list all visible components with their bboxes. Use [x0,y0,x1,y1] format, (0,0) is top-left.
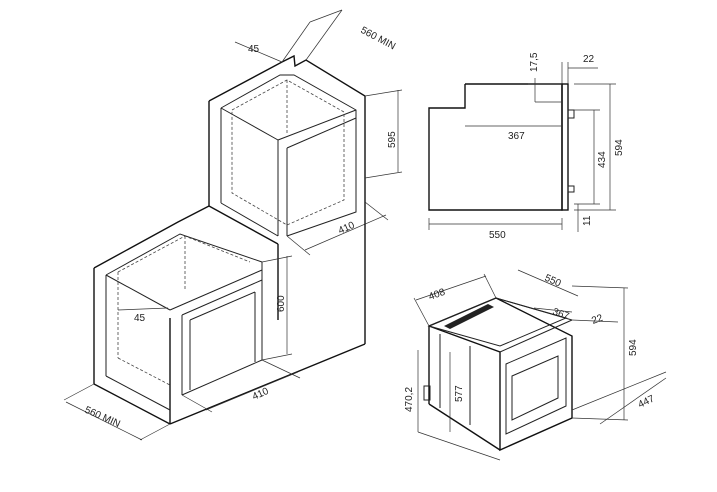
side-front-thickness-label: 22 [583,54,595,65]
side-bottom-offset-label: 11 [582,215,593,226]
iso-width-label: 550 [543,273,563,290]
side-inner-depth-label: 367 [508,131,525,142]
iso-front-label: 22 [590,313,605,327]
iso-height-label: 594 [628,339,639,356]
side-total-height-label: 594 [614,139,625,156]
niche-top: 560 MIN 45 595 410 [208,9,403,320]
niche-bottom-width-label: 410 [251,386,271,403]
iso-front-width-label: 447 [636,393,656,410]
niche-bottom-depth-label: 560 MIN [83,405,122,430]
niche-bottom-offset-label: 45 [134,313,146,324]
oven-iso-view: 408 550 367 22 594 470,2 577 447 [404,269,667,461]
iso-total-height-label: 470,2 [404,387,415,412]
side-body-height-label: 434 [597,151,608,168]
niche-bottom-height-label: 600 [276,295,287,312]
iso-inner-height-label: 577 [454,385,465,402]
niche-top-height-label: 595 [387,131,398,148]
niche-top-width-label: 410 [337,220,357,237]
side-top-clearance-label: 17,5 [529,52,540,72]
niche-bottom: 560 MIN 45 600 410 [63,205,366,441]
control-panel-strip [444,304,494,329]
iso-depth-label: 408 [427,287,447,303]
oven-side-view: 17,5 22 367 550 434 594 11 [428,52,625,241]
iso-inner-label: 367 [551,306,571,322]
side-total-depth-label: 550 [489,230,506,241]
niche-top-offset-label: 45 [248,44,260,55]
niche-top-depth-label: 560 MIN [359,25,398,52]
